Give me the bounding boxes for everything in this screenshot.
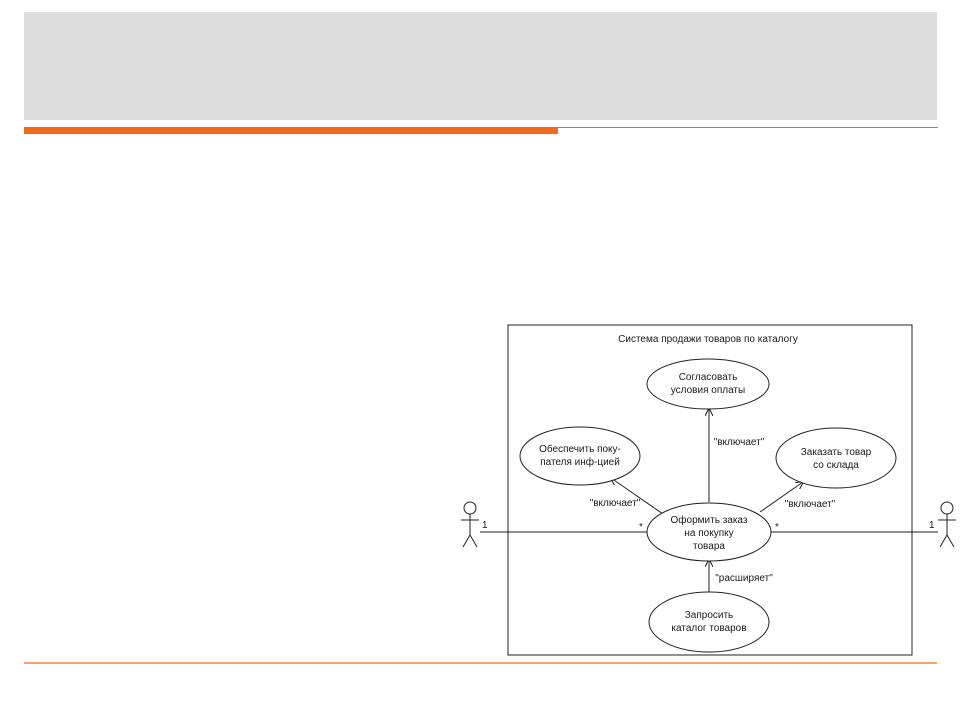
use-case-order-stock-line2: со склада bbox=[813, 460, 859, 471]
use-case-provide-info-line2: пателя инф-цией bbox=[540, 456, 620, 468]
use-case-place-order: Оформить заказ на покупку товара bbox=[646, 502, 772, 562]
use-case-order-stock: Заказать товар со склада bbox=[775, 427, 897, 489]
include-arrow-order-stock bbox=[759, 482, 803, 513]
use-case-agree-payment-line2: условия оплаты bbox=[671, 385, 745, 396]
use-case-place-order-line2: на покупку bbox=[684, 528, 733, 539]
use-case-provide-info: Обеспечить поку- пателя инф-цией bbox=[519, 426, 641, 486]
use-case-provide-info-ellipse bbox=[519, 426, 641, 486]
use-case-place-order-line3: товара bbox=[693, 541, 725, 552]
multiplicity-right-actor: 1 bbox=[929, 520, 935, 531]
system-title: Система продажи товаров по каталогу bbox=[618, 334, 798, 345]
use-case-place-order-ellipse bbox=[646, 502, 772, 562]
use-case-request-catalog-ellipse bbox=[648, 591, 770, 653]
multiplicity-right-case: * bbox=[775, 522, 779, 533]
include-label-right: "включает" bbox=[785, 499, 836, 510]
include-label-top: "включает" bbox=[714, 437, 765, 448]
use-case-agree-payment: Согласовать условия оплаты bbox=[646, 358, 770, 410]
use-case-diagram-svg: Система продажи товаров по каталогу Согл… bbox=[461, 324, 956, 656]
include-label-left: "включает" bbox=[590, 498, 641, 509]
extend-label: "расширяет" bbox=[715, 573, 773, 584]
use-case-place-order-line1: Оформить заказ bbox=[671, 514, 748, 526]
use-case-order-stock-line1: Заказать товар bbox=[801, 447, 872, 458]
title-accent-line bbox=[558, 127, 938, 128]
left-actor-icon bbox=[461, 501, 479, 548]
multiplicity-left-case: * bbox=[639, 522, 643, 533]
system-boundary bbox=[507, 324, 913, 656]
right-actor-icon bbox=[938, 501, 956, 548]
multiplicity-left-actor: 1 bbox=[482, 520, 488, 531]
use-case-provide-info-line1: Обеспечить поку- bbox=[539, 443, 621, 455]
include-arrow-provide-info bbox=[611, 478, 664, 515]
use-case-request-catalog: Запросить каталог товаров bbox=[648, 591, 770, 653]
title-accent-bar bbox=[24, 127, 558, 134]
use-case-order-stock-ellipse bbox=[775, 427, 897, 489]
slide-title-area bbox=[24, 12, 937, 120]
footer-accent-line bbox=[24, 662, 937, 664]
use-case-agree-payment-ellipse bbox=[646, 358, 770, 410]
use-case-request-catalog-line1: Запросить bbox=[685, 610, 734, 621]
use-case-agree-payment-line1: Согласовать bbox=[679, 372, 738, 383]
use-case-diagram: Система продажи товаров по каталогу Согл… bbox=[458, 322, 960, 658]
use-case-request-catalog-line2: каталог товаров bbox=[671, 623, 746, 634]
